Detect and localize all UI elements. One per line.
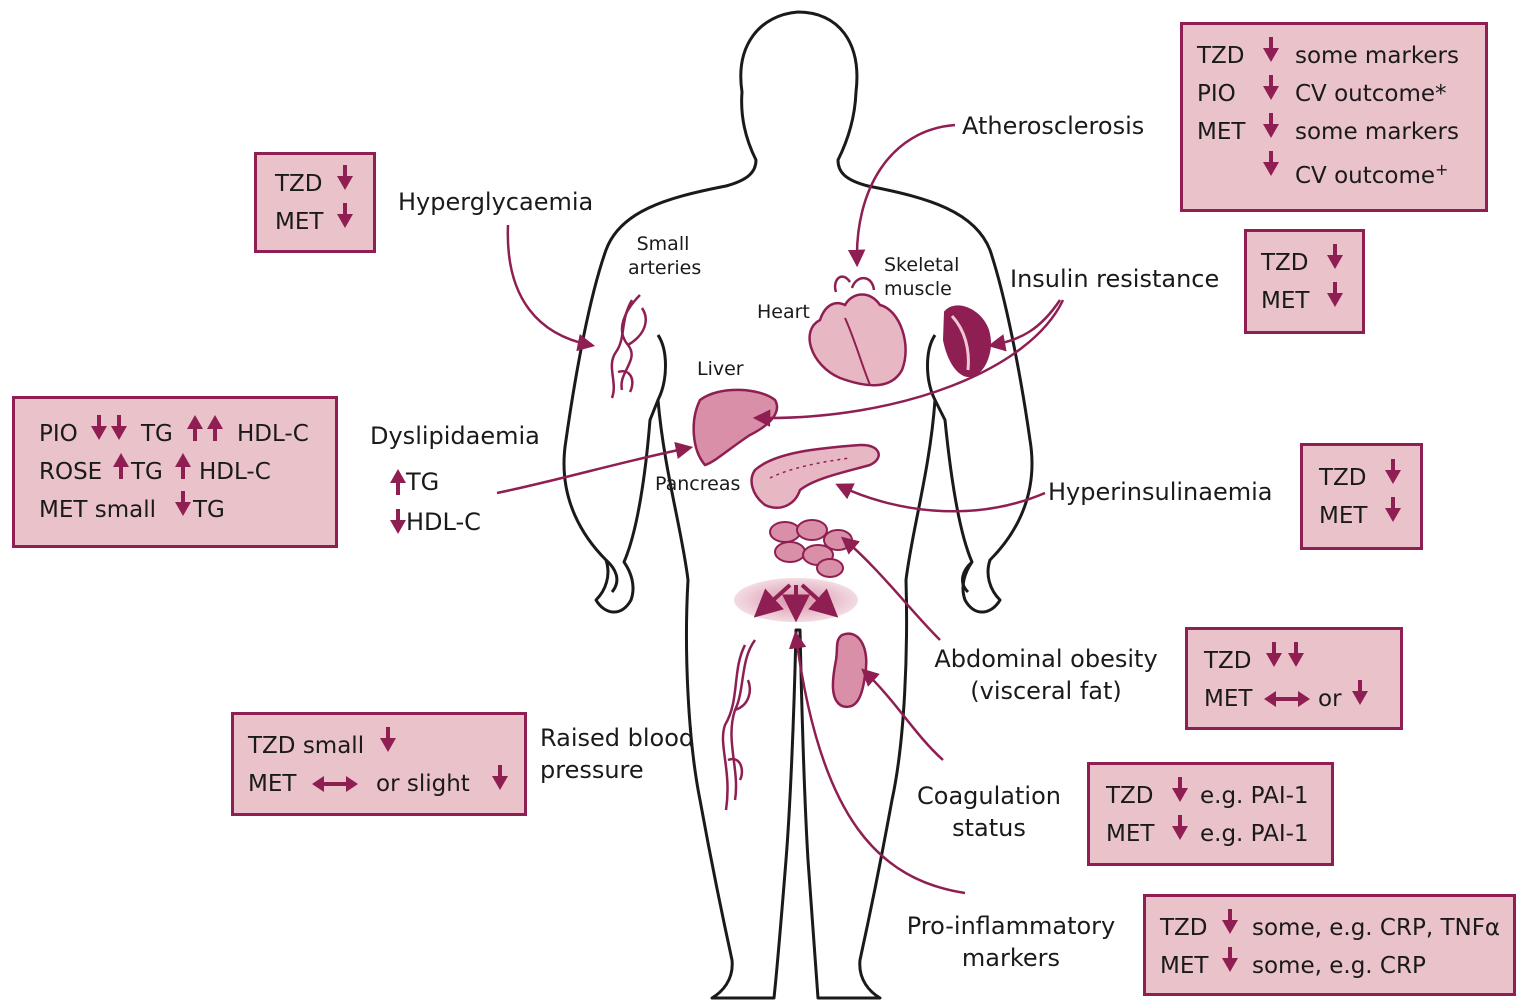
leg-arteries-graphic [723, 640, 755, 810]
down-arrow-icon [337, 165, 353, 191]
down-arrow-icon [1172, 777, 1188, 803]
label-insulin-resistance: Insulin resistance [1010, 263, 1219, 295]
arrow-hyperglycaemia [508, 225, 590, 345]
pancreas-graphic [752, 445, 879, 508]
label-dys-hdl: HDL-C [390, 506, 481, 538]
down-arrow-icon [1266, 642, 1282, 668]
up-arrow-icon [175, 453, 191, 479]
label-proinflammatory: Pro-inflammatory markers [896, 910, 1126, 974]
down-arrow-icon [1352, 680, 1368, 706]
label-skeletal-muscle: Skeletal muscle [884, 253, 950, 301]
body-outline [564, 12, 1032, 998]
down-arrow-icon [91, 415, 107, 441]
label-heart: Heart [757, 300, 810, 324]
label-hyperinsulinaemia: Hyperinsulinaemia [1048, 476, 1272, 508]
box-atherosclerosis: TZD some markers PIO CV outcome* MET som… [1180, 22, 1488, 212]
down-arrow-icon [1385, 497, 1401, 523]
small-arteries-graphic [612, 295, 646, 398]
neutral-arrow-icon [312, 774, 358, 794]
box-hyperglycaemia: TZD MET [254, 152, 376, 253]
box-hyperinsulinaemia: TZD MET [1300, 443, 1423, 550]
down-arrow-icon [1172, 815, 1188, 841]
label-pancreas: Pancreas [655, 472, 740, 496]
box-raised-bp: TZD small MET or slight [231, 712, 527, 816]
neutral-arrow-icon [1264, 689, 1310, 709]
down-arrow-icon [1263, 37, 1279, 63]
box-insulin-resistance: TZD MET [1244, 229, 1365, 334]
up-arrow-icon [113, 453, 129, 479]
label-atherosclerosis: Atherosclerosis [962, 110, 1144, 142]
up-arrow-icon [390, 469, 406, 495]
label-small-arteries: Small arteries [628, 232, 698, 280]
skeletal-muscle-graphic [944, 306, 990, 376]
down-arrow-icon [111, 415, 127, 441]
label-raised-bp: Raised blood pressure [540, 722, 694, 786]
box-dyslipidaemia: PIO TG HDL-C ROSE TG HDL-C MET small TG [12, 396, 338, 548]
label-abdominal-obesity: Abdominal obesity (visceral fat) [928, 643, 1164, 707]
down-arrow-icon [1385, 459, 1401, 485]
right-inner-arm [928, 335, 936, 400]
up-arrow-icon [187, 415, 203, 441]
down-arrow-icon [1327, 282, 1343, 308]
box-abdominal-obesity: TZD MET or [1185, 627, 1403, 730]
box-coagulation: TZD e.g. PAI-1 MET e.g. PAI-1 [1087, 762, 1334, 866]
label-dys-tg: TG [390, 466, 439, 498]
down-arrow-icon [1222, 909, 1238, 935]
down-arrow-icon [390, 509, 406, 535]
down-arrow-icon [492, 765, 508, 791]
label-hyperglycaemia: Hyperglycaemia [398, 186, 593, 218]
down-arrow-icon [1288, 642, 1304, 668]
label-dyslipidaemia: Dyslipidaemia [370, 420, 540, 452]
kidney-graphic [833, 634, 866, 707]
up-arrow-icon [207, 415, 223, 441]
left-inner-arm [658, 335, 666, 400]
down-arrow-icon [380, 727, 396, 753]
down-arrow-icon [175, 491, 191, 517]
down-arrow-icon [1327, 244, 1343, 270]
label-liver: Liver [697, 357, 744, 381]
down-arrow-icon [1222, 947, 1238, 973]
visceral-fat-graphic [770, 520, 852, 577]
arrow-hyperinsulinaemia [840, 486, 1045, 511]
box-proinflammatory: TZD some, e.g. CRP, TNFα MET some, e.g. … [1143, 894, 1516, 996]
down-arrow-icon [1263, 75, 1279, 101]
down-arrow-icon [1263, 151, 1279, 177]
down-arrow-icon [1263, 113, 1279, 139]
down-arrow-icon [337, 203, 353, 229]
liver-graphic [694, 390, 777, 465]
label-coagulation: Coagulation status [910, 780, 1068, 844]
arrow-abdominal [845, 540, 940, 640]
